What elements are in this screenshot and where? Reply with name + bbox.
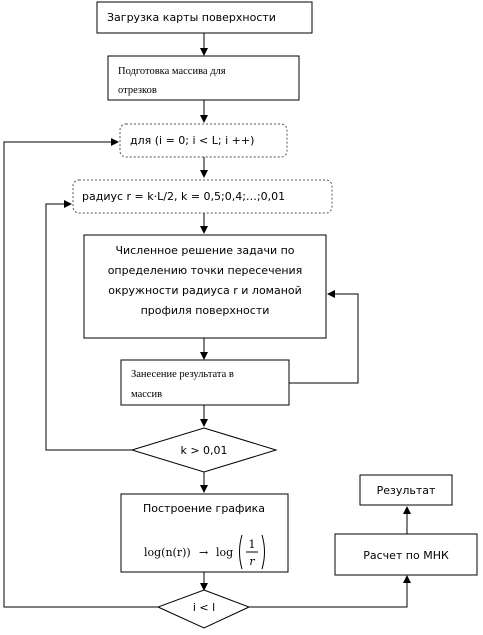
plot-formula-paren-right <box>261 534 265 570</box>
prepare-array-label-line2: отрезков <box>118 85 157 96</box>
prepare-array-label-line1: Подготовка массива для <box>118 66 226 77</box>
plot-graph-box: Построение графика log(n(r)) → log 1 r <box>120 493 289 573</box>
condition-i-label: i < l <box>193 601 215 614</box>
loop-i-label: для (i = 0; i < L; i ++) <box>130 134 254 147</box>
condition-i-diamond: i < l <box>156 589 251 629</box>
solve-label-line3: окружности радиуса r и ломаной <box>108 284 302 297</box>
arrow-cond-k-to-loop-r <box>45 200 132 451</box>
condition-k-diamond: k > 0,01 <box>130 427 278 473</box>
solve-label-line1: Численное решение задачи по <box>115 244 294 257</box>
plot-formula-denominator: r <box>249 555 255 568</box>
result-label: Результат <box>377 484 436 497</box>
store-label-line1: Занесение результата в <box>131 369 234 380</box>
result-box: Результат <box>359 474 453 506</box>
plot-formula-paren-left <box>239 534 243 570</box>
load-map-label: Загрузка карты поверхности <box>107 11 276 24</box>
loop-r-label: радиус r = k·L/2, k = 0,5;0,4;…;0,01 <box>82 190 285 203</box>
solve-label-line2: определению точки пересечения <box>108 264 303 277</box>
plot-title: Построение графика <box>143 502 265 515</box>
numeric-solution-box: Численное решение задачи по определению … <box>83 234 327 339</box>
store-label-line2: массив <box>131 389 162 400</box>
prepare-array-box: Подготовка массива для отрезков <box>107 55 300 101</box>
loop-i-box: для (i = 0; i < L; i ++) <box>119 123 288 158</box>
plot-formula-arrow: → <box>199 546 208 559</box>
solve-label-line4: профиля поверхности <box>141 304 270 317</box>
least-squares-label: Расчет по МНК <box>363 549 449 562</box>
arrow-cond-i-to-mnk <box>249 575 411 608</box>
plot-formula-numerator: 1 <box>249 538 256 551</box>
plot-formula-left: log(n(r)) <box>144 546 191 559</box>
arrow-cond-i-to-loop-i <box>3 138 158 608</box>
condition-k-label: k > 0,01 <box>180 444 227 457</box>
arrow-store-to-solve-loop <box>289 290 359 384</box>
plot-formula-right: log <box>216 546 233 559</box>
loop-r-box: радиус r = k·L/2, k = 0,5;0,4;…;0,01 <box>72 179 333 214</box>
store-result-box: Занесение результата в массив <box>120 359 290 406</box>
least-squares-box: Расчет по МНК <box>334 533 478 576</box>
load-map-box: Загрузка карты поверхности <box>96 1 313 34</box>
